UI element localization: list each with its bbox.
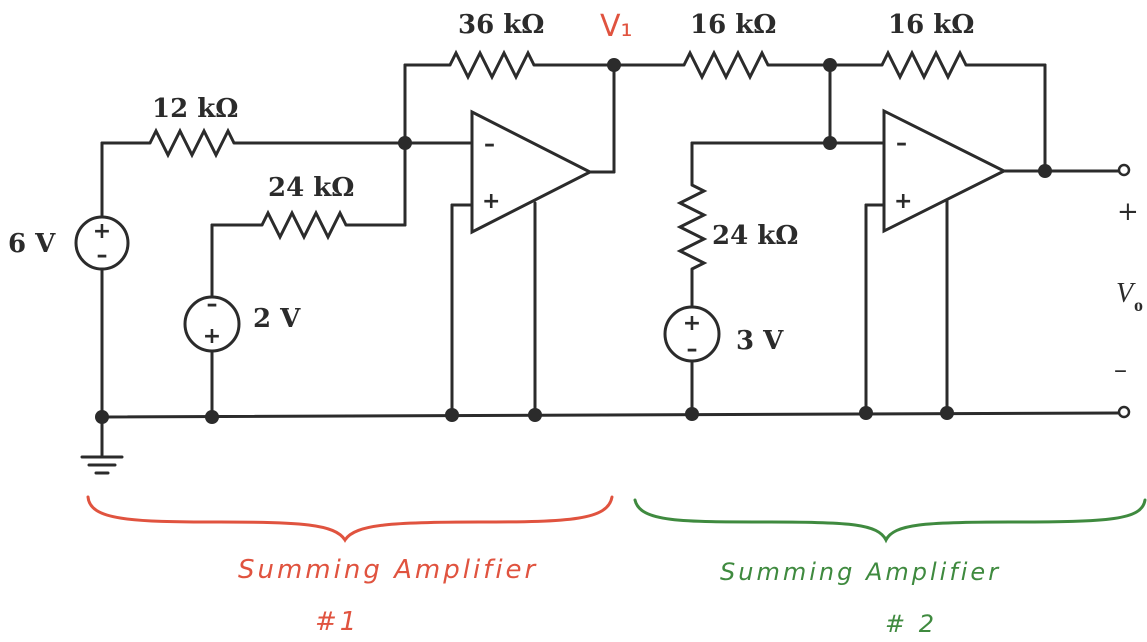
output-terminal-negative <box>1117 405 1131 419</box>
svg-text:+: + <box>93 219 111 244</box>
svg-text:–: – <box>896 131 907 156</box>
op-amp-1: – + <box>470 109 594 235</box>
op-amp-2: – + <box>882 108 1008 234</box>
resistor-24k-left <box>260 209 348 241</box>
output-voltage-subscript: o <box>1134 295 1143 315</box>
ground-rail <box>100 411 1122 419</box>
resistor-12k <box>148 127 236 159</box>
output-minus-sign: – <box>1114 355 1127 385</box>
resistor-36k <box>448 49 536 81</box>
resistor-16k-left <box>682 49 770 81</box>
label-amplifier-2-number: # 2 <box>885 610 937 638</box>
label-summing-amplifier-2: Summing Amplifier <box>720 558 1001 586</box>
label-36k: 36 kΩ <box>458 10 544 40</box>
label-6v: 6 V <box>8 229 56 259</box>
svg-text:+: + <box>203 324 221 349</box>
resistor-24k-right <box>676 183 708 271</box>
svg-text:–: – <box>97 243 108 268</box>
label-24k-left: 24 kΩ <box>268 173 354 203</box>
ground-symbol <box>80 415 124 475</box>
label-16k-right: 16 kΩ <box>888 10 974 40</box>
output-voltage-label: V <box>1116 278 1136 309</box>
voltage-source-3v: + – <box>663 305 721 363</box>
label-16k-left: 16 kΩ <box>690 10 776 40</box>
label-24k-right: 24 kΩ <box>712 221 798 251</box>
resistor-16k-right <box>880 49 968 81</box>
svg-text:+: + <box>894 189 912 214</box>
brace-amplifier-1 <box>86 495 614 543</box>
svg-text:+: + <box>482 189 500 214</box>
svg-text:–: – <box>484 132 495 157</box>
output-plus-sign: + <box>1117 197 1139 227</box>
brace-amplifier-2 <box>633 498 1147 544</box>
voltage-source-6v: + – <box>74 215 130 271</box>
junction-dots <box>95 58 1052 424</box>
label-12k: 12 kΩ <box>152 94 238 124</box>
label-3v: 3 V <box>736 326 784 356</box>
voltage-source-2v: – + <box>183 292 241 353</box>
label-2v: 2 V <box>253 304 301 334</box>
svg-text:–: – <box>207 292 218 317</box>
svg-text:+: + <box>683 311 701 336</box>
label-v1: V₁ <box>600 9 633 44</box>
label-amplifier-1-number: #1 <box>315 607 359 637</box>
output-terminal-positive <box>1117 163 1131 177</box>
label-summing-amplifier-1: Summing Amplifier <box>238 555 538 585</box>
svg-text:–: – <box>687 337 698 362</box>
